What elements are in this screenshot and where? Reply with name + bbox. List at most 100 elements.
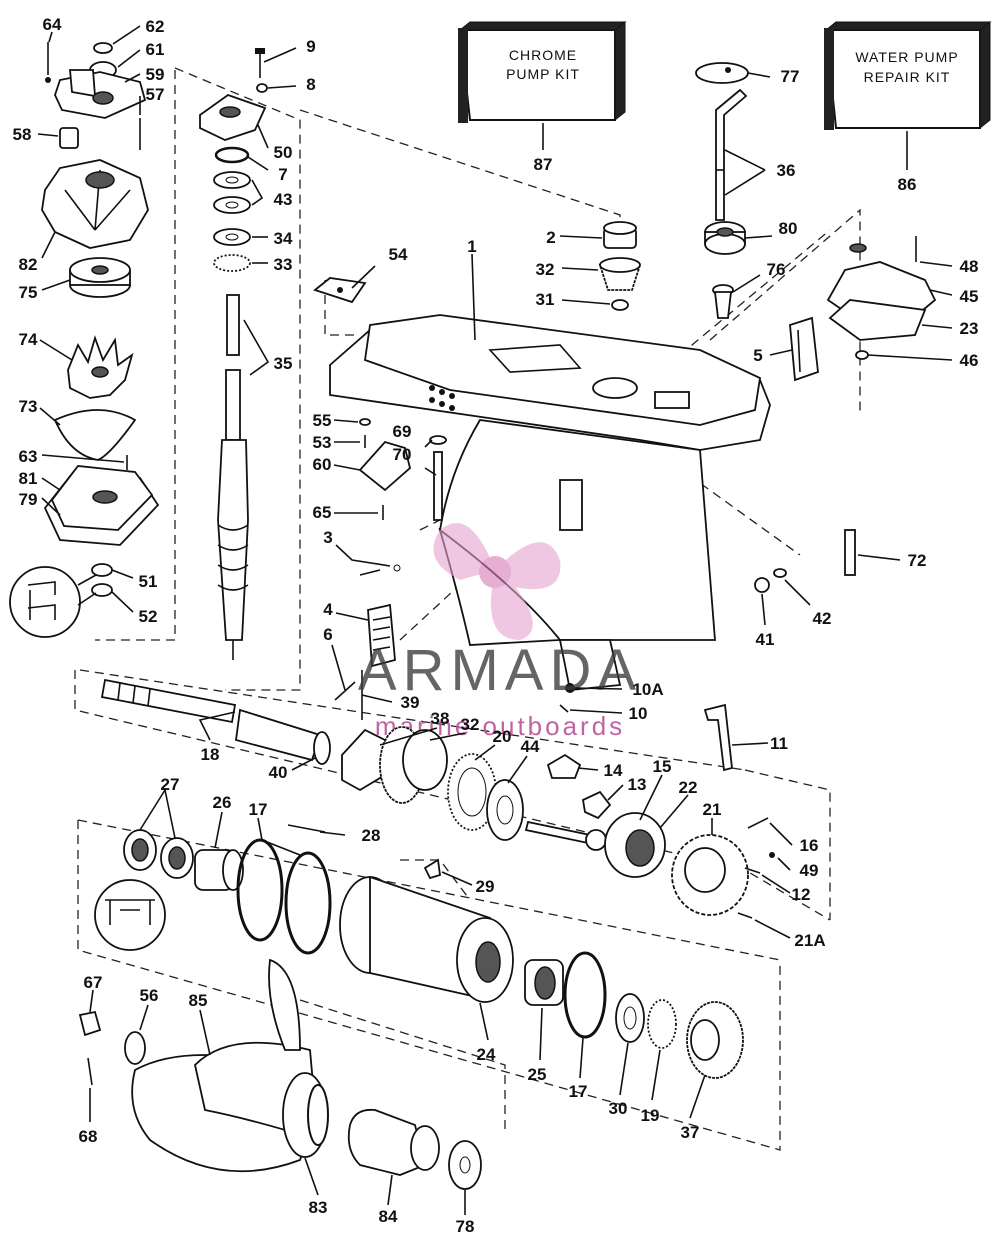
callout-38: 38: [431, 709, 450, 728]
callout-61: 61: [146, 40, 165, 59]
callout-58: 58: [13, 125, 32, 144]
callout-29: 29: [476, 877, 495, 896]
callout-31: 31: [536, 290, 555, 309]
callout-45: 45: [960, 287, 979, 306]
bearing-carrier-assembly: [94, 829, 744, 1079]
callout-10: 10: [629, 704, 648, 723]
callout-73: 73: [19, 397, 38, 416]
callout-52: 52: [139, 607, 158, 626]
propshaft-and-gears: [100, 678, 775, 919]
callout-48: 48: [960, 257, 979, 276]
water-pump-parts: [9, 42, 160, 638]
callout-37: 37: [681, 1123, 700, 1142]
callout-81: 81: [19, 469, 38, 488]
water-kit-line1: WATER PUMP: [855, 49, 958, 65]
callout-10A: 10A: [632, 680, 663, 699]
callout-23: 23: [960, 319, 979, 338]
callout-82: 82: [19, 255, 38, 274]
callout-16: 16: [800, 836, 819, 855]
callout-32-lower: 32: [461, 715, 480, 734]
callout-labels: 64 62 61 59 57 58 82 75 74 73 63 81 79 5…: [13, 15, 979, 1236]
callout-17-lower: 17: [569, 1082, 588, 1101]
pump-and-shift-parts: [598, 62, 937, 593]
callout-67: 67: [84, 973, 103, 992]
callout-50: 50: [274, 143, 293, 162]
callout-24: 24: [477, 1045, 496, 1064]
callout-43: 43: [274, 190, 293, 209]
callout-62: 62: [146, 17, 165, 36]
callout-54: 54: [389, 245, 408, 264]
callout-9: 9: [306, 37, 315, 56]
callout-57: 57: [146, 85, 165, 104]
callout-1: 1: [467, 237, 476, 256]
chrome-pump-kit-box: CHROME PUMP KIT: [458, 20, 627, 150]
callout-75: 75: [19, 283, 38, 302]
callout-79: 79: [19, 490, 38, 509]
driveshaft-parts: [199, 48, 268, 660]
callout-84: 84: [379, 1207, 398, 1226]
callout-80: 80: [779, 219, 798, 238]
watermark-brand: ARMADA: [358, 638, 642, 703]
callout-33: 33: [274, 255, 293, 274]
callout-4: 4: [323, 600, 333, 619]
callout-46: 46: [960, 351, 979, 370]
housing-bolt-holes: [429, 385, 455, 411]
linkage-parts: [334, 418, 575, 720]
callout-36: 36: [777, 161, 796, 180]
callout-14: 14: [604, 761, 623, 780]
callout-25: 25: [528, 1065, 547, 1084]
callout-76: 76: [767, 260, 786, 279]
callout-72: 72: [908, 551, 927, 570]
callout-68: 68: [79, 1127, 98, 1146]
callout-74: 74: [19, 330, 38, 349]
callout-32-upper: 32: [536, 260, 555, 279]
callout-53: 53: [313, 433, 332, 452]
callout-64: 64: [43, 15, 62, 34]
callout-5: 5: [753, 346, 762, 365]
callout-11: 11: [770, 734, 788, 753]
callout-21A: 21A: [794, 931, 825, 950]
callout-34: 34: [274, 229, 293, 248]
callout-2: 2: [546, 228, 555, 247]
callout-60: 60: [313, 455, 332, 474]
callout-30: 30: [609, 1099, 628, 1118]
propeller-assembly: [78, 958, 482, 1190]
callout-70: 70: [393, 445, 412, 464]
water-kit-line2: REPAIR KIT: [864, 69, 951, 85]
callout-86: 86: [898, 175, 917, 194]
callout-6: 6: [323, 625, 332, 644]
callout-28: 28: [362, 826, 381, 845]
callout-26: 26: [213, 793, 232, 812]
callout-20: 20: [493, 727, 512, 746]
callout-63: 63: [19, 447, 38, 466]
callout-22: 22: [679, 778, 698, 797]
callout-35: 35: [274, 354, 293, 373]
callout-59: 59: [146, 65, 165, 84]
callout-65: 65: [313, 503, 332, 522]
callout-69: 69: [393, 422, 412, 441]
chrome-kit-line2: PUMP KIT: [506, 66, 580, 82]
callout-55: 55: [313, 411, 332, 430]
callout-27: 27: [161, 775, 180, 794]
callout-17-upper: 17: [249, 800, 268, 819]
callout-13: 13: [628, 775, 647, 794]
callout-83: 83: [309, 1198, 328, 1217]
callout-87: 87: [534, 155, 553, 174]
water-pump-repair-kit-box: WATER PUMP REPAIR KIT: [824, 20, 992, 170]
callout-56: 56: [140, 986, 159, 1005]
chrome-kit-line1: CHROME: [509, 47, 577, 63]
callout-42: 42: [813, 609, 832, 628]
callout-51: 51: [139, 572, 158, 591]
callout-18: 18: [201, 745, 220, 764]
callout-19: 19: [641, 1106, 660, 1125]
callout-49: 49: [800, 861, 819, 880]
callout-85: 85: [189, 991, 208, 1010]
callout-39: 39: [401, 693, 420, 712]
callout-21: 21: [703, 800, 722, 819]
callout-41: 41: [756, 630, 775, 649]
callout-77: 77: [781, 67, 800, 86]
callout-7: 7: [278, 165, 287, 184]
callout-15: 15: [653, 757, 672, 776]
callout-8: 8: [306, 75, 315, 94]
